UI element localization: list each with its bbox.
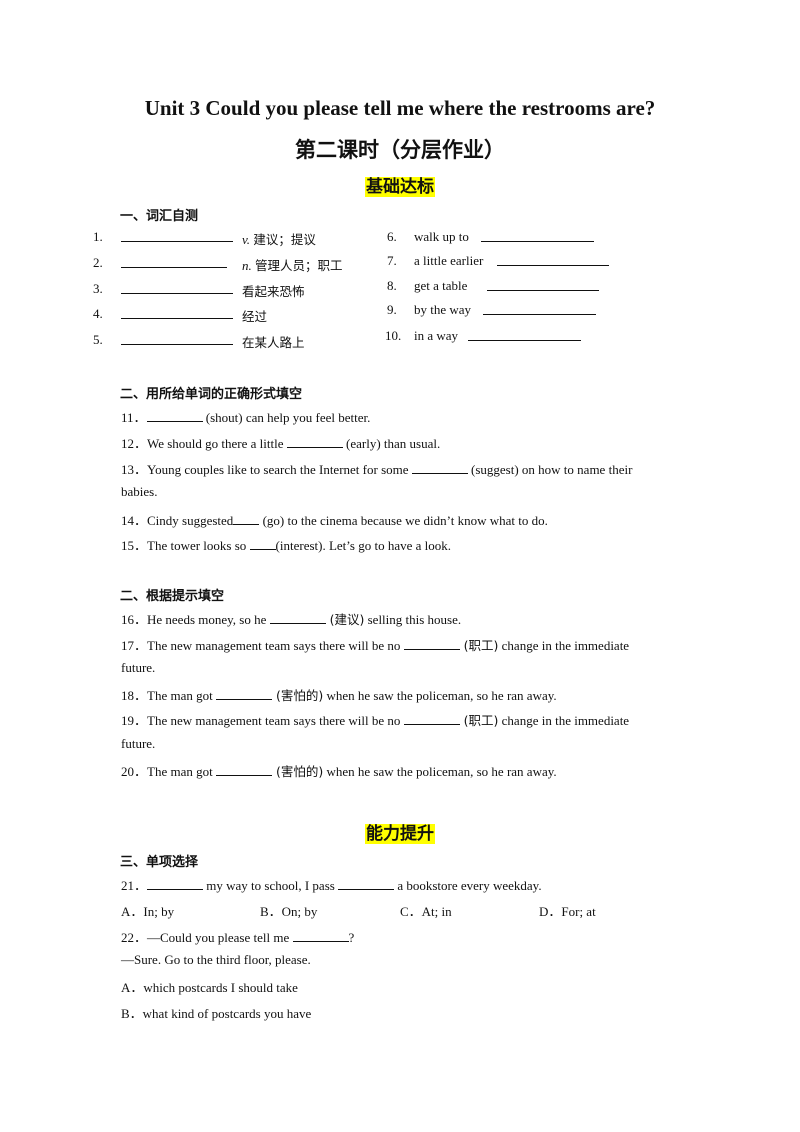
question-19-continued: future.	[121, 736, 156, 751]
question-18: 18．The man got (害怕的) when he saw the pol…	[121, 687, 557, 703]
vocab-hint: 看起来恐怖	[242, 284, 305, 299]
answer-blank[interactable]	[215, 687, 272, 700]
question-13: 13．Young couples like to search the Inte…	[121, 461, 633, 477]
answer-blank[interactable]	[411, 461, 468, 474]
vocab-number: 3.	[93, 281, 103, 296]
answer-blank[interactable]	[481, 229, 594, 242]
vocab-number: 10.	[385, 328, 402, 343]
vocab-phrase: get a table	[414, 278, 468, 293]
answer-blank[interactable]	[147, 877, 204, 890]
option-a[interactable]: A．which postcards I should take	[121, 980, 298, 995]
question-17: 17．The new management team says there wi…	[121, 637, 630, 653]
vocab-phrase: a little earlier	[414, 253, 484, 268]
option-a[interactable]: A．In; by	[121, 904, 175, 919]
answer-blank[interactable]	[497, 253, 609, 266]
section-heading-vocab: 一、词汇自测	[120, 209, 199, 224]
vocab-number: 8.	[387, 278, 397, 293]
section-heading-hints: 二、根据提示填空	[120, 589, 225, 604]
answer-blank[interactable]	[249, 537, 276, 550]
question-14: 14．Cindy suggested (go) to the cinema be…	[121, 512, 548, 528]
page-subtitle: 第二课时（分层作业）	[295, 138, 505, 162]
question-19: 19．The new management team says there wi…	[121, 712, 630, 728]
vocab-number: 9.	[387, 302, 397, 317]
question-11: 11． (shout) can help you feel better.	[121, 409, 371, 425]
answer-blank[interactable]	[121, 229, 233, 242]
vocab-number: 1.	[93, 229, 103, 244]
question-21: 21． my way to school, I pass a bookstore…	[121, 877, 542, 893]
question-20: 20．The man got (害怕的) when he saw the pol…	[121, 763, 557, 779]
answer-blank[interactable]	[233, 512, 260, 525]
answer-blank[interactable]	[121, 306, 233, 319]
vocab-hint: v. 建议；提议	[242, 232, 316, 247]
vocab-hint: n. 管理人员；职工	[242, 258, 343, 273]
answer-blank[interactable]	[269, 611, 326, 624]
answer-blank[interactable]	[338, 877, 395, 890]
option-b[interactable]: B．On; by	[260, 904, 318, 919]
answer-blank[interactable]	[215, 763, 272, 776]
question-22: 22．—Could you please tell me ?	[121, 929, 355, 945]
section-band-basic: 基础达标	[365, 177, 435, 197]
answer-blank[interactable]	[403, 637, 460, 650]
question-13-continued: babies.	[121, 484, 158, 499]
answer-blank[interactable]	[483, 302, 596, 315]
answer-blank[interactable]	[121, 332, 233, 345]
question-17-continued: future.	[121, 660, 156, 675]
answer-blank[interactable]	[121, 281, 233, 294]
answer-blank[interactable]	[468, 328, 581, 341]
option-c[interactable]: C．At; in	[400, 904, 452, 919]
answer-blank[interactable]	[292, 929, 349, 942]
question-15: 15．The tower looks so (interest). Let’s …	[121, 537, 451, 553]
vocab-phrase: by the way	[414, 302, 472, 317]
vocab-hint: 经过	[242, 309, 268, 324]
vocab-hint: 在某人路上	[242, 335, 305, 350]
vocab-phrase: in a way	[414, 328, 459, 343]
answer-blank[interactable]	[286, 435, 343, 448]
section-heading-multiple-choice: 三、单项选择	[120, 855, 199, 870]
vocab-number: 4.	[93, 306, 103, 321]
vocab-number: 5.	[93, 332, 103, 347]
answer-blank[interactable]	[121, 255, 227, 268]
vocab-number: 7.	[387, 253, 397, 268]
answer-blank[interactable]	[487, 278, 599, 291]
vocab-number: 6.	[387, 229, 397, 244]
option-d[interactable]: D．For; at	[539, 904, 596, 919]
page-title: Unit 3 Could you please tell me where th…	[144, 96, 656, 120]
section-heading-word-forms: 二、用所给单词的正确形式填空	[120, 387, 303, 402]
answer-blank[interactable]	[403, 712, 460, 725]
question-12: 12．We should go there a little (early) t…	[121, 435, 441, 451]
section-band-advanced: 能力提升	[365, 824, 435, 844]
answer-blank[interactable]	[146, 409, 203, 422]
question-16: 16．He needs money, so he (建议) selling th…	[121, 611, 462, 627]
question-22-reply: —Sure. Go to the third floor, please.	[121, 952, 311, 967]
vocab-phrase: walk up to	[414, 229, 469, 244]
vocab-number: 2.	[93, 255, 103, 270]
option-b[interactable]: B．what kind of postcards you have	[121, 1006, 312, 1021]
